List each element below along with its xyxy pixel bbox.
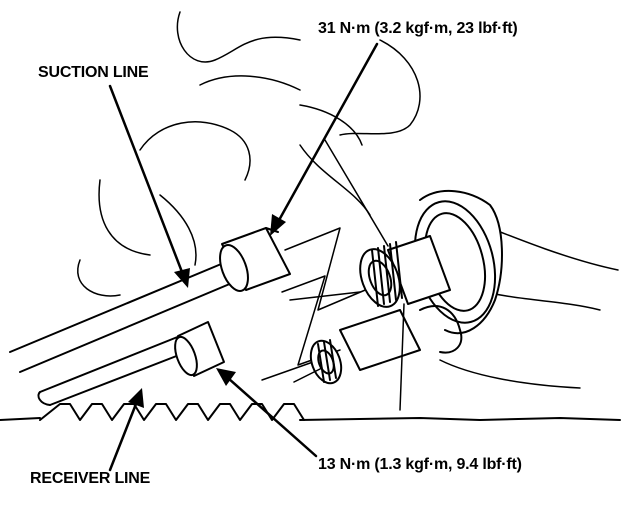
suction-line-pipe <box>9 261 233 373</box>
arrow-torque-bottom <box>216 368 318 458</box>
condenser-fins <box>0 403 621 421</box>
suction-line-label: SUCTION LINE <box>38 64 149 81</box>
leader-lines <box>289 139 405 411</box>
arrow-suction-line <box>108 84 190 288</box>
torque-spec-lower-fitting: 13 N·m (1.3 kgf·m, 9.4 lbf·ft) <box>318 456 522 473</box>
arrow-torque-top <box>270 42 379 236</box>
receiver-line-fitting-nut <box>174 321 225 377</box>
callout-arrows <box>108 42 379 472</box>
torque-spec-upper-fitting: 31 N·m (3.2 kgf·m, 23 lbf·ft) <box>318 20 518 37</box>
suction-line-fitting-nut <box>219 227 291 292</box>
receiver-line-label: RECEIVER LINE <box>30 470 151 487</box>
receiver-line-pipe <box>37 335 193 406</box>
suction-port-threaded <box>359 235 451 308</box>
arrow-receiver-line <box>108 388 144 472</box>
discharge-port-threaded <box>309 305 463 385</box>
